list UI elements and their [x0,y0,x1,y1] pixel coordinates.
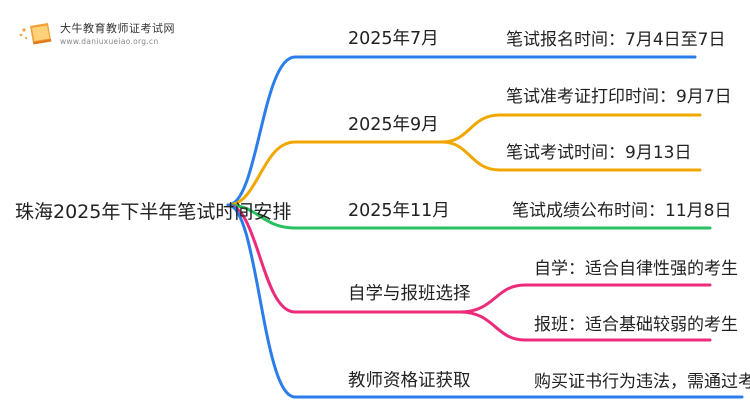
connector-branch-4-child-2 [458,310,712,342]
connector-branch-4-child-1 [458,283,712,314]
branch-5-child-1: 购买证书行为违法，需通过考试 [534,372,750,392]
branch-2-child-1: 笔试准考证打印时间：9月7日 [506,87,732,107]
connector-branch-2 [226,140,444,207]
branch-2-child-2: 笔试考试时间：9月13日 [506,143,692,163]
site-logo: 大牛教育教师证考试网 www.daniuxueiao.org.cn [18,14,218,54]
connector-branch-3 [226,203,447,230]
connector-branch-4 [226,203,462,314]
branch-4-child-1: 自学：适合自律性强的考生 [534,259,738,279]
branch-3-label: 2025年11月 [348,201,450,221]
branch-5-label: 教师资格证获取 [348,371,471,391]
connector-branch-2-child-2 [440,140,702,172]
branch-4-child-2: 报班：适合基础较弱的考生 [534,315,738,335]
branch-1-child-1: 笔试报名时间：7月4日至7日 [506,30,726,50]
logo-title: 大牛教育教师证考试网 [60,22,175,35]
connector-branch-1 [226,55,447,207]
connector-branch-5 [226,203,464,399]
branch-2-label: 2025年9月 [348,115,439,135]
branch-1-label: 2025年7月 [348,29,439,49]
connector-branch-2-child-1 [440,113,702,144]
branch-4-label: 自学与报班选择 [348,284,471,304]
book-icon [19,23,52,45]
root-topic: 珠海2025年下半年笔试时间安排 [15,201,292,223]
branch-3-child-1: 笔试成绩公布时间：11月8日 [512,201,732,221]
logo-url: www.daniuxueiao.org.cn [60,37,159,46]
